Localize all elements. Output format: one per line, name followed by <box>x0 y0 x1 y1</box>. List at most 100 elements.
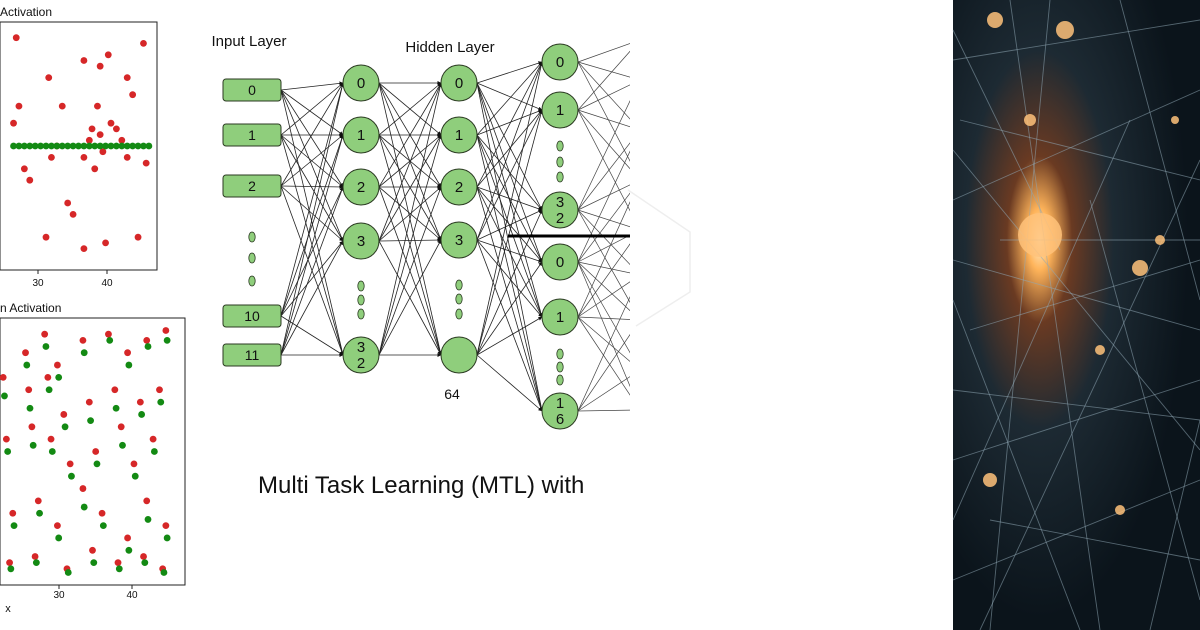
edge <box>280 315 344 356</box>
scatter-point <box>10 522 18 529</box>
edge <box>476 61 543 188</box>
edge <box>280 82 344 187</box>
scatter-point <box>129 142 137 150</box>
photo-strand <box>952 479 1200 581</box>
edge <box>280 134 344 317</box>
scatter-point <box>12 34 20 42</box>
scatter-point <box>41 330 49 338</box>
ellipsis-dot <box>455 293 463 305</box>
hidden1-node <box>342 336 380 374</box>
top-scatter-plot: Activation 30 40 <box>0 5 158 289</box>
photo-strands <box>952 0 1200 630</box>
scatter-point <box>99 148 107 156</box>
scatter-point <box>134 233 142 241</box>
scatter-point <box>102 239 109 247</box>
photo-background <box>953 0 1200 630</box>
edge <box>577 376 630 412</box>
scatter-point <box>36 509 43 517</box>
hidden-layer-count: 64 <box>444 386 460 402</box>
scatter-point <box>80 142 88 150</box>
photo-strand <box>952 299 1081 630</box>
edge <box>280 184 344 189</box>
edge <box>280 81 344 91</box>
scatter-point <box>123 142 131 150</box>
hidden1-node-label: 2 <box>357 355 365 372</box>
ellipsis-dot <box>248 231 256 243</box>
scatter-point <box>125 546 133 554</box>
edge <box>378 186 442 242</box>
edge <box>378 82 442 136</box>
photo-strand <box>952 89 1200 201</box>
ellipsis-dot <box>556 140 564 152</box>
scatter-point <box>31 142 39 150</box>
bottom-plot-title: n Activation <box>0 301 61 315</box>
hidden2-node-label: 2 <box>455 179 463 196</box>
edge <box>476 109 543 188</box>
scatter-point <box>48 448 56 455</box>
edge <box>577 192 630 263</box>
output-a-node <box>541 191 579 229</box>
edge <box>577 61 630 120</box>
input-node <box>222 123 282 147</box>
input-node <box>222 174 282 198</box>
input-layer-title: Input Layer <box>211 33 286 50</box>
hidden1-node-label: 1 <box>357 127 365 144</box>
edge <box>280 89 345 356</box>
edge <box>577 281 630 318</box>
scatter-point <box>75 142 82 150</box>
scatter-point <box>156 386 163 394</box>
photo-strand <box>1119 0 1200 301</box>
hidden2-node-label: 3 <box>455 232 463 249</box>
bottom-scatter-plot: n Activation 30 40 x <box>0 301 186 615</box>
hidden2-node <box>440 221 478 259</box>
photo-strand <box>989 0 1051 630</box>
hidden1-node <box>342 116 380 154</box>
edge <box>476 61 543 84</box>
scatter-point <box>80 57 88 64</box>
scatter-point <box>96 131 104 139</box>
edge <box>577 243 630 318</box>
output-b-node <box>541 243 579 281</box>
scatter-point <box>64 569 72 576</box>
scatter-point <box>162 327 170 334</box>
scatter-point <box>115 565 123 573</box>
edge <box>577 261 630 354</box>
hidden2-node-label: 1 <box>455 127 463 144</box>
scatter-point <box>105 330 112 338</box>
edge <box>280 186 344 317</box>
scatter-point <box>112 404 120 412</box>
hidden2-node <box>440 64 478 102</box>
scatter-point <box>64 199 72 207</box>
photo-light-spot <box>1056 21 1074 39</box>
scatter-point <box>88 125 96 133</box>
input-node-label: 0 <box>248 82 256 98</box>
scatter-point <box>96 62 104 70</box>
scatter-point <box>69 211 77 218</box>
photo-strand <box>1009 0 1101 630</box>
edge <box>476 209 543 356</box>
scatter-point <box>28 423 36 431</box>
scatter-point <box>143 336 151 344</box>
scatter-point <box>163 336 171 344</box>
edge <box>378 239 442 356</box>
scatter-point <box>87 417 94 425</box>
scatter-point <box>10 119 17 127</box>
edge <box>280 134 344 187</box>
scatter-point <box>92 448 100 455</box>
scatter-point <box>85 136 93 144</box>
edge <box>577 84 630 111</box>
scatter-point <box>45 74 53 81</box>
scatter-point <box>94 102 101 110</box>
scatter-point <box>85 398 93 406</box>
edge <box>280 240 344 356</box>
edge <box>378 134 442 242</box>
edge <box>577 61 630 162</box>
scatter-point <box>64 142 72 150</box>
top-plot-frame <box>0 21 158 271</box>
photo-light-spot <box>1132 260 1148 276</box>
scatter-point <box>48 142 55 150</box>
scatter-point <box>66 460 74 468</box>
ellipsis-dot <box>248 275 256 287</box>
scatter-point <box>144 516 152 523</box>
ellipsis-dot <box>357 308 365 320</box>
